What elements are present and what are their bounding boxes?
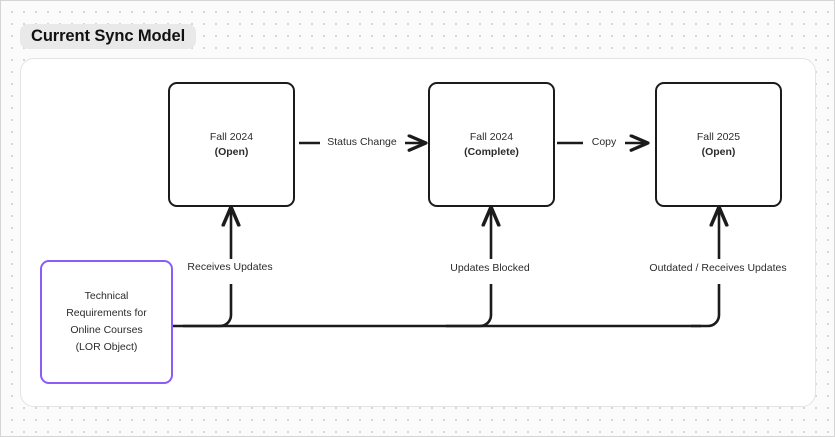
edge-label-status-change: Status Change	[327, 136, 397, 148]
node-lor-object[interactable]: Technical Requirements for Online Course…	[40, 260, 173, 384]
edge-label-receives-updates: Receives Updates	[187, 261, 273, 273]
node-lor-object-line-3: Online Courses	[70, 324, 143, 336]
connector-updates-blocked	[446, 208, 491, 328]
node-lor-object-line-1: Technical	[84, 290, 129, 302]
node-fall2025-open-line-1: Fall 2025	[696, 130, 741, 143]
node-lor-object-line-4: (LOR Object)	[75, 341, 138, 353]
node-fall2024-open[interactable]: Fall 2024 (Open)	[168, 82, 295, 207]
node-lor-object-line-2: Requirements for	[66, 307, 147, 319]
node-fall2025-open[interactable]: Fall 2025 (Open)	[655, 82, 782, 207]
edge-label-copy: Copy	[591, 136, 617, 148]
diagram-title: Current Sync Model	[20, 24, 197, 49]
connector-outdated-receives-updates	[691, 208, 719, 328]
node-fall2024-complete-line-1: Fall 2024	[469, 130, 514, 143]
node-fall2025-open-line-2: (Open)	[701, 145, 736, 158]
node-fall2024-complete-line-2: (Complete)	[464, 145, 519, 158]
node-fall2024-open-line-2: (Open)	[214, 145, 249, 158]
node-fall2024-open-line-1: Fall 2024	[209, 130, 254, 143]
edge-label-updates-blocked: Updates Blocked	[450, 262, 530, 274]
node-fall2024-complete[interactable]: Fall 2024 (Complete)	[428, 82, 555, 207]
connector-receives-updates	[183, 208, 231, 328]
edge-label-outdated-receives-updates: Outdated / Receives Updates	[649, 262, 787, 274]
